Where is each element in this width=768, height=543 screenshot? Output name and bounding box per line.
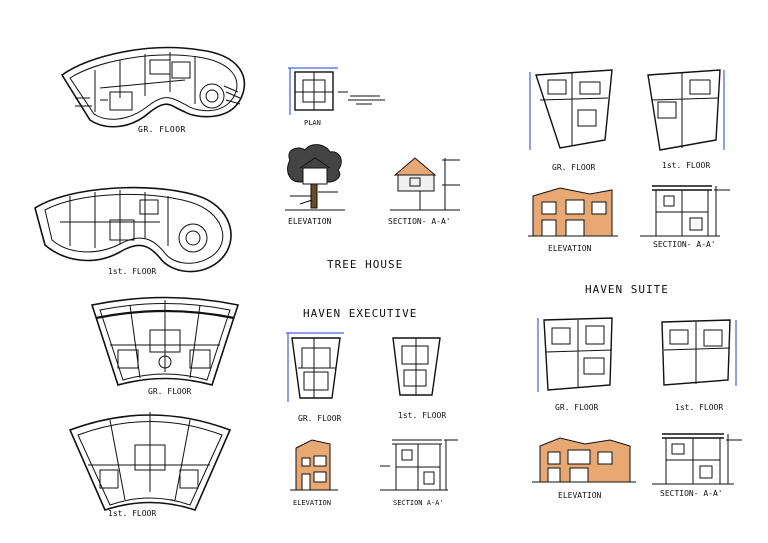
suite-top-gr-floor-label: GR. FLOOR xyxy=(552,163,596,172)
fan-gr-floor-label: GR. FLOOR xyxy=(148,387,192,396)
tree-house-section xyxy=(390,157,460,211)
haven-executive-title: HAVEN EXECUTIVE xyxy=(303,307,417,320)
exec-section-label: SECTION A-A' xyxy=(393,499,444,507)
fan-gr-floor-plan xyxy=(90,296,240,386)
suite-top-section-label: SECTION- A-A' xyxy=(653,240,716,249)
exec-1st-floor-plan xyxy=(392,337,441,396)
haven-suite-title: HAVEN SUITE xyxy=(585,283,669,296)
exec-gr-floor-label: GR. FLOOR xyxy=(298,414,342,423)
kidney-gr-floor-plan xyxy=(60,46,246,128)
exec-elevation xyxy=(290,439,338,491)
tree-elevation-label: ELEVATION xyxy=(288,217,332,226)
suite-top-1st-floor-plan xyxy=(647,69,725,151)
suite-section-label: SECTION- A-A' xyxy=(660,489,723,498)
suite-top-gr-floor-plan xyxy=(529,69,613,150)
tree-house-title: TREE HOUSE xyxy=(327,258,403,271)
fan-1st-floor-label: 1st. FLOOR xyxy=(108,509,156,518)
suite-top-section xyxy=(640,185,730,237)
suite-1st-floor-label: 1st. FLOOR xyxy=(675,403,723,412)
suite-gr-floor-label: GR. FLOOR xyxy=(555,403,599,412)
tree-section-label: SECTION- A-A' xyxy=(388,217,451,226)
suite-elevation-label: ELEVATION xyxy=(558,491,602,500)
kidney-gr-floor-label: GR. FLOOR xyxy=(138,125,186,134)
tree-house-elevation xyxy=(285,144,345,211)
suite-elevation xyxy=(532,437,636,483)
kidney-1st-floor-plan xyxy=(34,186,232,273)
suite-top-elevation xyxy=(528,187,618,237)
suite-1st-floor-plan xyxy=(661,319,737,386)
suite-top-elevation-label: ELEVATION xyxy=(548,244,592,253)
suite-section xyxy=(652,433,742,485)
suite-top-1st-floor-label: 1st. FLOOR xyxy=(662,161,710,170)
exec-section xyxy=(380,439,458,491)
tree-house-plan xyxy=(288,67,385,115)
exec-elevation-label: ELEVATION xyxy=(293,499,331,507)
suite-gr-floor-plan xyxy=(537,317,613,392)
exec-gr-floor-plan xyxy=(286,332,344,402)
exec-1st-floor-label: 1st. FLOOR xyxy=(398,411,446,420)
tree-plan-label: PLAN xyxy=(304,119,321,127)
kidney-1st-floor-label: 1st. FLOOR xyxy=(108,267,156,276)
fan-1st-floor-plan xyxy=(68,412,232,511)
